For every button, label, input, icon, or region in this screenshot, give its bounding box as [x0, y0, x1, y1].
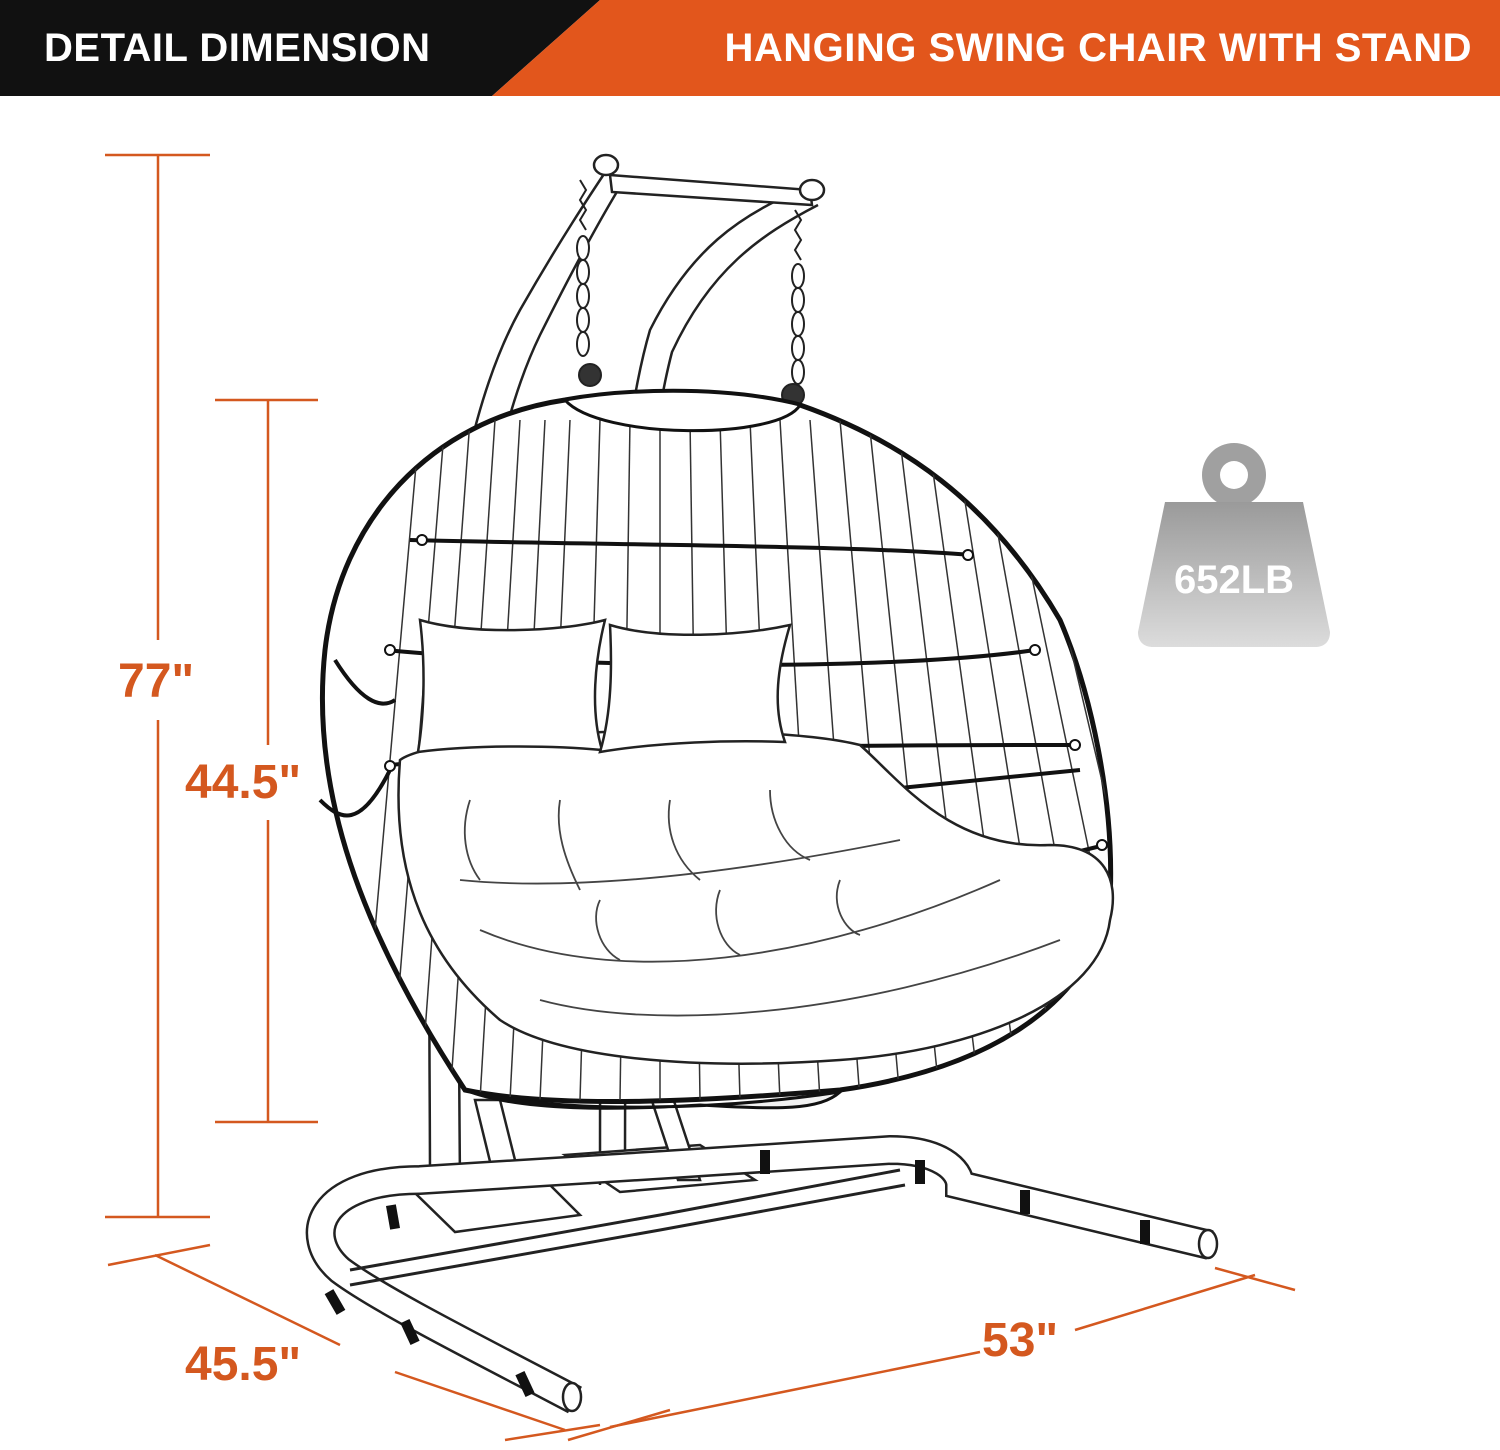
chain-left — [576, 179, 602, 387]
base-inner-tube-2 — [349, 1183, 906, 1287]
pillow-right — [598, 623, 792, 754]
header-right-block — [492, 0, 1500, 96]
base-tube-end-left — [561, 1381, 583, 1413]
header-left-block — [0, 0, 600, 96]
total-height-label: 77" — [118, 655, 195, 708]
product-title: HANGING SWING CHAIR WITH STAND — [724, 26, 1472, 70]
depth-line-upper — [154, 1253, 341, 1347]
cushion-tufting — [459, 789, 1061, 1017]
depth-tick-right — [504, 1423, 601, 1442]
chain-right — [781, 209, 805, 407]
stand-cap-right — [798, 178, 826, 202]
depth-label: 45.5" — [185, 1338, 302, 1391]
base-grips — [324, 1150, 1150, 1397]
base-tube-fill — [308, 1137, 1213, 1412]
depth-tick-left — [107, 1243, 211, 1267]
depth-line-lower — [394, 1370, 566, 1432]
header-banner: DETAIL DIMENSION HANGING SWING CHAIR WIT… — [0, 0, 1500, 96]
width-line-left — [609, 1350, 981, 1429]
basket-bottom — [464, 1088, 845, 1110]
width-tick-right — [1214, 1266, 1296, 1292]
weight-icon — [1138, 443, 1330, 647]
basket-height-label: 44.5" — [185, 756, 302, 809]
basket — [318, 388, 1115, 1110]
base-tube-end-right — [1197, 1228, 1219, 1260]
base-inner-tube — [349, 1168, 901, 1272]
detail-dimension-title: DETAIL DIMENSION — [44, 26, 431, 70]
width-line-right — [1074, 1273, 1256, 1332]
stand-crossbar — [608, 173, 814, 207]
weight-capacity-label: 652LB — [1173, 558, 1295, 602]
basket-top-rim — [562, 389, 803, 433]
stand-cap-left — [592, 153, 620, 177]
width-label: 53" — [982, 1314, 1059, 1367]
pillow-left — [416, 618, 607, 754]
chains — [576, 179, 805, 407]
